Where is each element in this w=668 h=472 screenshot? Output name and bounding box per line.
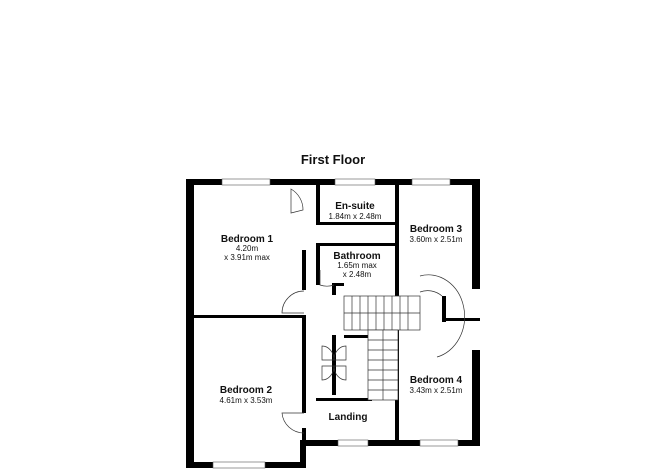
window [212,461,266,469]
room-label-bedroom-1: Bedroom 1 4.20m x 3.91m max [221,234,274,262]
room-label-bedroom-4: Bedroom 4 3.43m x 2.51m [410,375,463,395]
room-dimensions: 4.61m x 3.53m [220,396,273,405]
room-label-en-suite: En-suite 1.84m x 2.48m [329,201,382,221]
room-label-bedroom-3: Bedroom 3 3.60m x 2.51m [410,224,463,244]
room-name: Bedroom 3 [410,224,463,235]
room-dimensions: 3.43m x 2.51m [410,386,463,395]
room-name: Bedroom 4 [410,375,463,386]
door-swing [319,270,335,287]
room-name: En-suite [335,201,375,212]
room-dimensions: 3.60m x 2.51m [410,235,463,244]
doors [281,188,465,434]
room-dimensions: 4.20m [236,244,259,253]
windows [212,178,459,469]
door-swing [419,274,465,358]
room-label-bathroom: Bathroom 1.65m max x 2.48m [333,251,380,279]
floor-title: First Floor [301,152,365,167]
room-dimensions: 1.65m max [337,261,377,270]
window [411,178,451,186]
door-swing [290,188,304,214]
door-swing [333,365,347,381]
room-label-bedroom-2: Bedroom 2 4.61m x 3.53m [220,385,273,405]
room-name: Landing [329,412,368,423]
window [337,439,369,447]
window [334,178,376,186]
staircase [343,295,421,401]
room-name: Bathroom [333,251,380,262]
door-swing [281,412,305,434]
window [221,178,271,186]
room-label-landing: Landing [329,412,368,423]
room-name: Bedroom 1 [221,234,274,245]
room-dimensions: 1.84m x 2.48m [329,212,382,221]
door-swing [333,345,347,361]
window [419,439,459,447]
door-swing [281,290,305,314]
room-dimensions: x 3.91m max [224,253,270,262]
door-swing [419,290,443,297]
room-name: Bedroom 2 [220,385,273,396]
room-dimensions: x 2.48m [343,270,372,279]
